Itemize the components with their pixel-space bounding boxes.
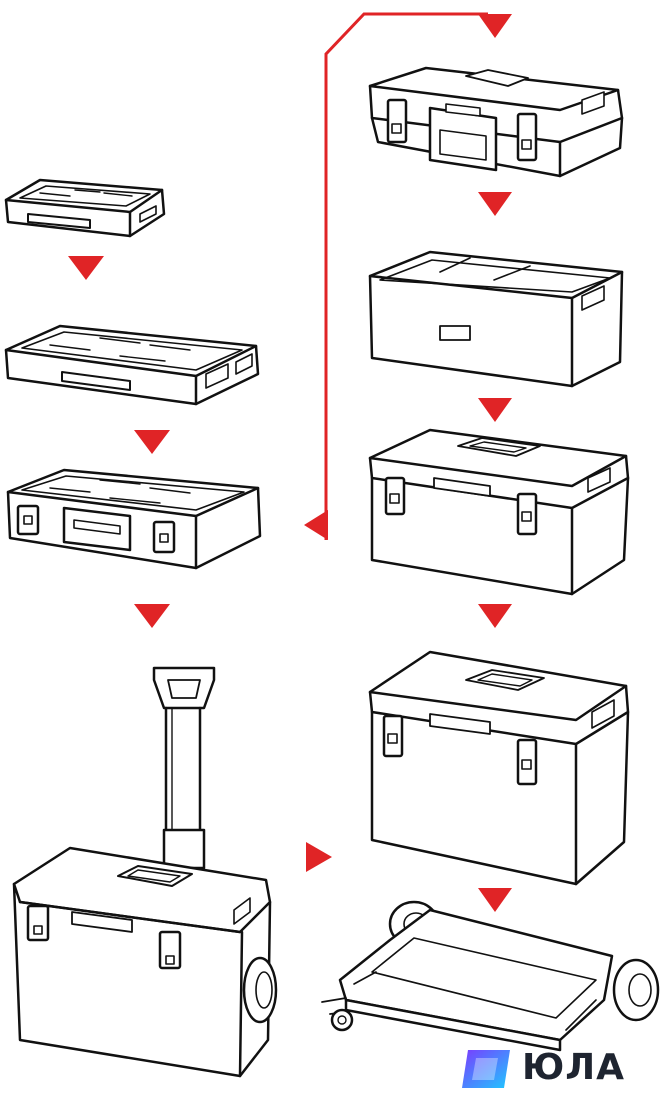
arrow-down-7 [478,604,512,628]
open-tray-insert [368,250,624,388]
arrow-down-3 [134,604,170,628]
arrow-down-6 [478,398,512,422]
yula-logo-text: ЮЛА [522,1047,626,1088]
toolbox-flat [368,66,624,178]
arrow-down-5 [478,192,512,216]
small-organizer [4,178,166,238]
wheeled-trolley-box [12,666,278,1078]
arrow-down-1 [68,256,104,280]
arrow-left [304,510,328,540]
medium-toolbox [368,428,630,596]
arrow-right [306,842,332,872]
wheeled-platform [321,900,660,1052]
medium-organizer [4,324,260,406]
tall-toolbox [368,650,630,886]
arrow-down-2 [134,430,170,454]
connector-line [324,12,488,540]
arrow-down-4 [478,14,512,38]
organizer-with-latches [6,468,262,570]
arrow-down-8 [478,888,512,912]
yula-logo-icon [462,1050,510,1088]
